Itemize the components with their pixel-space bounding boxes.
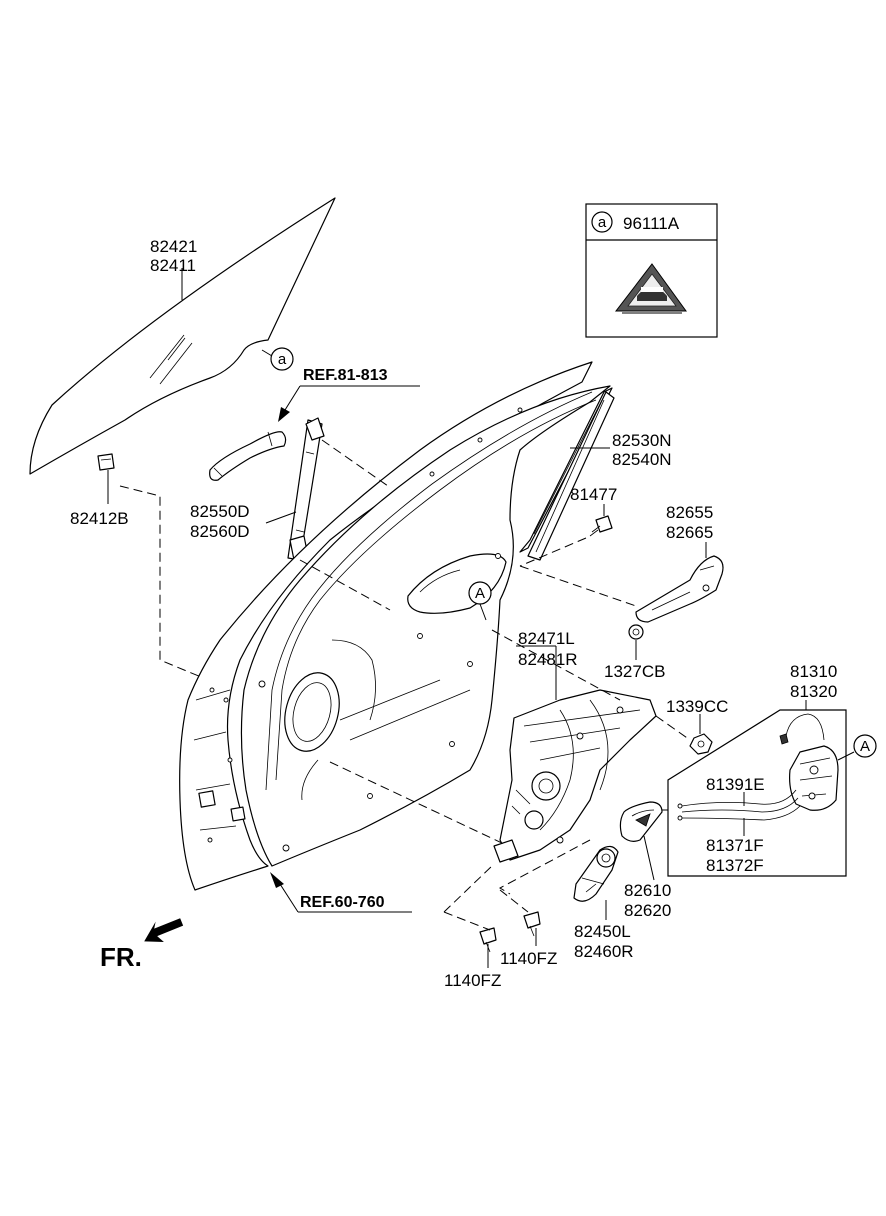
label-82481R: 82481R: [518, 650, 578, 669]
label-82450L: 82450L: [574, 922, 631, 941]
label-82471L: 82471L: [518, 629, 575, 648]
nut-1339CC: [689, 733, 713, 755]
label-81391E: 81391E: [706, 775, 765, 794]
door-latch: [779, 713, 839, 811]
ref-81-813: REF.81-813: [303, 367, 388, 384]
nut-1327CB: [628, 624, 644, 640]
bolt-1140FZ-b: [523, 911, 541, 937]
label-82550D: 82550D: [190, 502, 250, 521]
bolt-81477: [589, 515, 613, 537]
label-1339CC: 1339CC: [666, 697, 728, 716]
label-96111A: 96111A: [623, 214, 680, 233]
label-81320: 81320: [790, 682, 837, 701]
label-82540N: 82540N: [612, 450, 672, 469]
label-82560D: 82560D: [190, 522, 250, 541]
ref-60-760: REF.60-760: [300, 894, 385, 911]
inset-box: a 96111A: [585, 203, 718, 338]
label-82655: 82655: [666, 503, 713, 522]
label-81310: 81310: [790, 662, 837, 681]
outside-handle: [209, 431, 287, 481]
label-81477: 81477: [570, 485, 617, 504]
outside-handle-frame: [635, 555, 724, 623]
label-1140FZ-upper: 1140FZ: [500, 949, 557, 968]
glass-clip: [97, 453, 115, 471]
label-81372F: 81372F: [706, 856, 764, 875]
door-glass: [29, 197, 336, 475]
front-direction-arrow-icon: [144, 918, 184, 943]
label-1327CB: 1327CB: [604, 662, 665, 681]
label-82610: 82610: [624, 881, 671, 900]
label-1140FZ-lower: 1140FZ: [444, 971, 501, 990]
label-82411: 82411: [150, 256, 196, 275]
marker-A-latch: A: [860, 738, 870, 755]
window-regulator: [493, 689, 657, 863]
warning-label-icon: [614, 263, 687, 314]
regulator-motor: [573, 845, 619, 902]
label-82412B: 82412B: [70, 509, 129, 528]
label-82460R: 82460R: [574, 942, 634, 961]
latch-box: [667, 700, 847, 877]
run-channel: [527, 391, 615, 561]
front-direction-label: FR.: [100, 942, 142, 972]
label-82665: 82665: [666, 523, 713, 542]
label-82421: 82421: [150, 237, 197, 256]
label-82620: 82620: [624, 901, 671, 920]
label-81371F: 81371F: [706, 836, 764, 855]
latch-cables: [677, 789, 801, 821]
inset-marker-a: a: [598, 214, 607, 231]
inside-handle: [619, 801, 663, 842]
marker-A-door: A: [475, 585, 485, 602]
marker-a-glass: a: [278, 351, 287, 368]
label-82530N: 82530N: [612, 431, 672, 450]
